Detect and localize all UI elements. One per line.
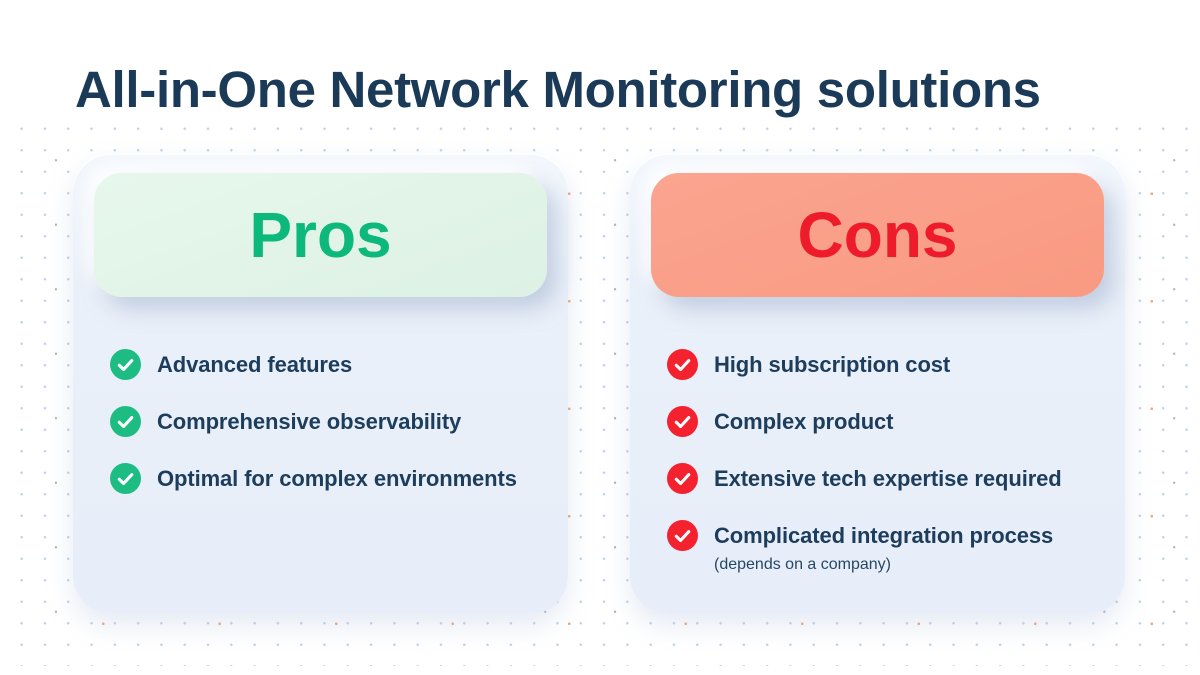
list-item-label: Comprehensive observability <box>157 409 462 434</box>
pros-header: Pros <box>94 173 547 297</box>
check-circle-icon <box>110 406 141 437</box>
check-circle-icon <box>110 463 141 494</box>
check-circle-icon <box>667 463 698 494</box>
list-item-note: (depends on a company) <box>714 556 891 573</box>
cons-header-label: Cons <box>797 199 958 271</box>
list-item-label: Optimal for complex environments <box>157 466 517 491</box>
cons-list: High subscription cost Complex product E… <box>630 349 1125 575</box>
list-item-label: Advanced features <box>157 352 353 377</box>
list-item-label: High subscription cost <box>714 352 951 377</box>
list-item: Complex product <box>667 406 1105 437</box>
list-item: High subscription cost <box>667 349 1105 380</box>
pros-card: Pros Advanced features Comprehensive obs… <box>73 153 568 614</box>
list-item: Extensive tech expertise required <box>667 463 1105 494</box>
pros-list: Advanced features Comprehensive observab… <box>73 349 568 494</box>
check-circle-icon <box>667 349 698 380</box>
cons-card: Cons High subscription cost Complex prod… <box>630 153 1125 614</box>
pros-header-label: Pros <box>249 199 392 271</box>
list-item-text-block: Complicated integration process (depends… <box>714 520 1053 575</box>
list-item-label: Extensive tech expertise required <box>714 466 1062 491</box>
list-item: Optimal for complex environments <box>110 463 548 494</box>
page-title: All-in-One Network Monitoring solutions <box>75 61 1041 118</box>
list-item: Advanced features <box>110 349 548 380</box>
list-item-label: Complex product <box>714 409 894 434</box>
cons-header: Cons <box>651 173 1104 297</box>
list-item-label: Complicated integration process <box>714 523 1054 548</box>
list-item: Complicated integration process (depends… <box>667 520 1105 575</box>
check-circle-icon <box>667 406 698 437</box>
check-circle-icon <box>110 349 141 380</box>
check-circle-icon <box>667 520 698 551</box>
list-item: Comprehensive observability <box>110 406 548 437</box>
